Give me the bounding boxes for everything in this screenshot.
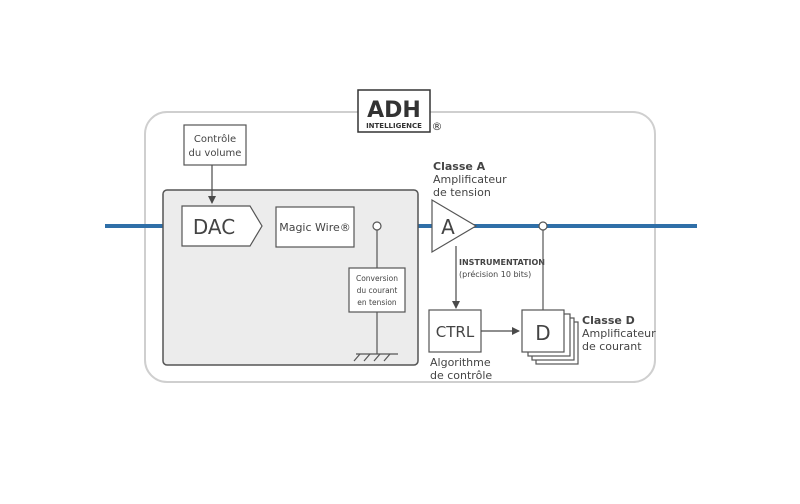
ctrl-block <box>428 309 482 353</box>
instrumentation-detail: (précision 10 bits) <box>459 269 531 279</box>
classe-a-title: Classe A <box>433 160 486 173</box>
conversion-label-3: en tension <box>357 298 397 307</box>
dac-block <box>181 205 263 247</box>
algorithme-line-2: de contrôle <box>430 369 492 382</box>
classe-d-title: Classe D <box>582 314 635 327</box>
logo-box <box>357 89 431 133</box>
magic-wire-label: Magic Wire® <box>279 221 351 234</box>
logo-subtitle: INTELLIGENCE <box>366 122 422 130</box>
ctrl-label: CTRL <box>436 323 475 341</box>
classe-d-line-2: de courant <box>582 340 642 353</box>
amplifier-d-stack <box>521 309 579 365</box>
logo-brand: ADH <box>367 98 421 123</box>
conversion-label-1: Conversion <box>356 274 398 283</box>
magic-wire-block <box>275 206 355 248</box>
dac-label: DAC <box>193 215 235 239</box>
classe-a-line-1: Amplificateur <box>433 173 507 186</box>
junction-node-feedback <box>538 221 548 231</box>
instrumentation-title: INSTRUMENTATION <box>459 258 545 267</box>
amplifier-d-block <box>521 309 565 353</box>
junction-node-conversion <box>372 221 382 231</box>
classe-d-line-1: Amplificateur <box>582 327 656 340</box>
amplifier-d-label: D <box>535 321 550 345</box>
volume-control-block <box>183 124 247 166</box>
volume-control-label-2: du volume <box>189 148 242 159</box>
classe-a-line-2: de tension <box>433 186 491 199</box>
amplifier-a-block <box>431 198 478 254</box>
conversion-label-2: du courant <box>357 286 398 295</box>
adh-logo: ADH INTELLIGENCE ® <box>357 89 443 133</box>
ground-icon <box>353 312 398 362</box>
logo-registered-mark: ® <box>432 120 443 133</box>
volume-control-label-1: Contrôle <box>194 133 236 145</box>
amplifier-a-label: A <box>441 215 455 239</box>
algorithme-line-1: Algorithme <box>430 356 491 369</box>
